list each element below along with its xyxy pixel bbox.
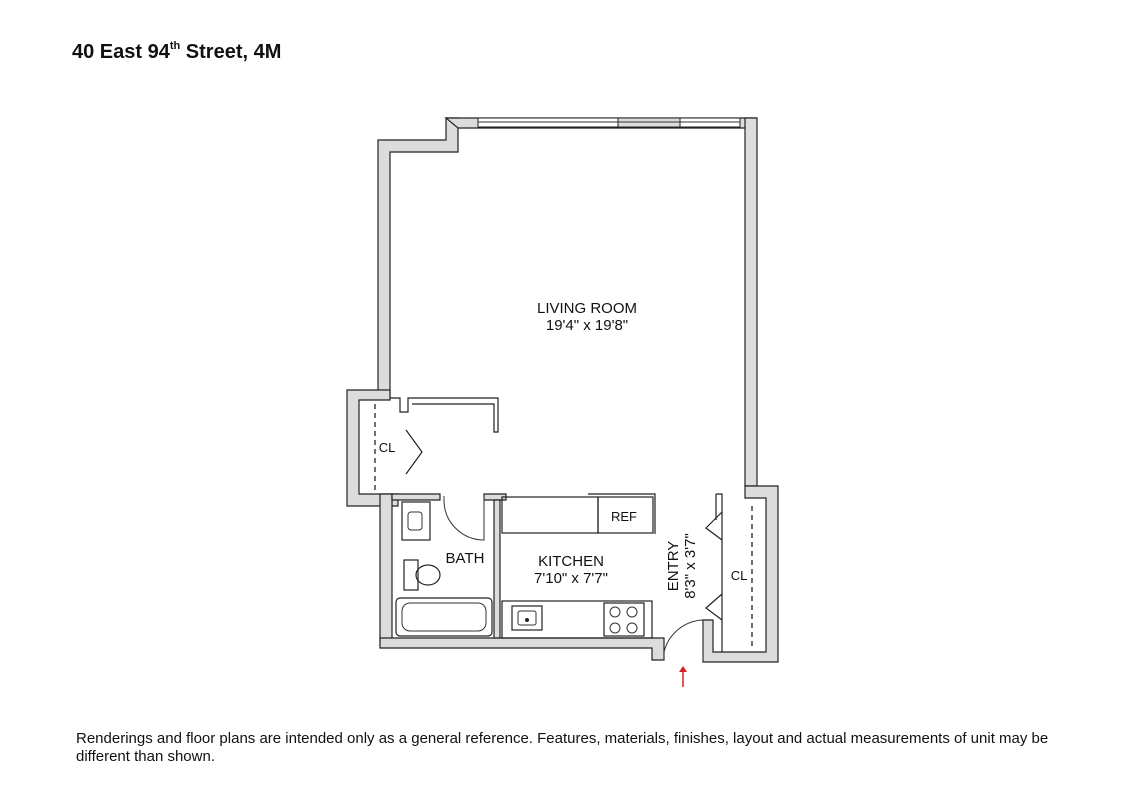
- wall-bath-right: [493, 499, 501, 639]
- right-closet-door-top: [705, 511, 723, 541]
- wall-bath-left: [379, 493, 393, 647]
- wall-right-closet: [702, 485, 779, 663]
- kitchen-counter-top: [501, 496, 599, 534]
- burner-2-icon: [626, 606, 638, 618]
- burner-4-icon: [626, 622, 638, 634]
- toilet-tank-icon: [403, 559, 419, 591]
- entry-right-wall: [715, 493, 723, 652]
- stove-icon: [603, 602, 645, 637]
- sink-icon: [401, 501, 431, 541]
- kitchen-name: KITCHEN: [538, 553, 604, 570]
- interior-walls: [390, 397, 723, 652]
- entry-dims: 8'3" x 3'7": [682, 533, 699, 599]
- address-rest: Street, 4M: [180, 41, 282, 63]
- left-closet-door: [405, 429, 423, 475]
- toilet-bowl-icon: [415, 564, 441, 586]
- bath-door-swing: [443, 496, 485, 541]
- kitchen-fixtures: [511, 496, 654, 637]
- entry-name: ENTRY: [665, 541, 682, 592]
- wall-living-right: [744, 117, 758, 487]
- kitchen-counter-bottom: [501, 600, 653, 639]
- disclaimer-text: Renderings and floor plans are intended …: [76, 730, 1049, 765]
- burner-3-icon: [609, 622, 621, 634]
- bath-fixtures: [395, 501, 493, 637]
- address-main: 40 East 94: [72, 41, 170, 63]
- drain-icon: [525, 618, 529, 622]
- left-closet-label: CL: [379, 440, 396, 455]
- bath-name: BATH: [446, 550, 485, 567]
- bathtub-inner-icon: [401, 602, 487, 632]
- entrance-arrow-icon: [679, 666, 687, 687]
- exterior-walls: [346, 117, 779, 663]
- burner-1-icon: [609, 606, 621, 618]
- kitchen-sink-basin-icon: [517, 610, 537, 626]
- entry-door-swing: [663, 619, 704, 660]
- closet-partition: [390, 397, 499, 433]
- bathtub-icon: [395, 597, 493, 637]
- right-closet-door-bottom: [705, 593, 723, 621]
- address-superscript: th: [169, 40, 181, 52]
- right-closet-label: CL: [731, 568, 748, 583]
- refrigerator-icon: [597, 496, 654, 534]
- kitchen-sink-icon: [511, 605, 543, 631]
- ref-wall: [588, 493, 656, 534]
- refrigerator-label: REF: [611, 509, 637, 524]
- page-title: 40 East 94th Street, 4M: [72, 40, 281, 64]
- living-room-name: LIVING ROOM: [537, 300, 637, 317]
- wall-living-left: [377, 117, 459, 399]
- wall-bottom: [379, 637, 665, 661]
- sink-basin-icon: [407, 511, 423, 531]
- living-room-dims: 19'4" x 19'8": [546, 317, 628, 334]
- wall-bath-top: [391, 493, 441, 501]
- kitchen-dims: 7'10" x 7'7": [534, 570, 608, 587]
